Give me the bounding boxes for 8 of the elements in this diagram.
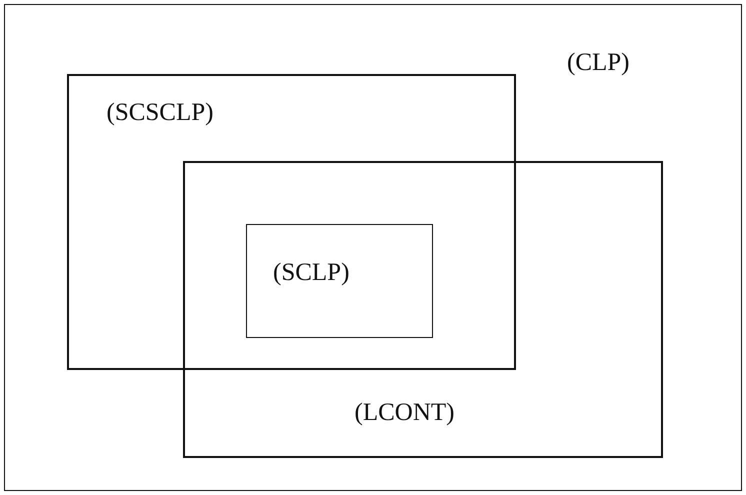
region-label: (SCSCLP) — [106, 98, 214, 126]
region-label: (SCLP) — [273, 259, 350, 286]
region-box — [182, 160, 662, 458]
region-label: (LCONT) — [354, 398, 454, 426]
region-box — [246, 224, 433, 338]
region-label: (CLP) — [567, 49, 630, 76]
region-box — [4, 4, 742, 491]
region-box — [66, 74, 516, 370]
